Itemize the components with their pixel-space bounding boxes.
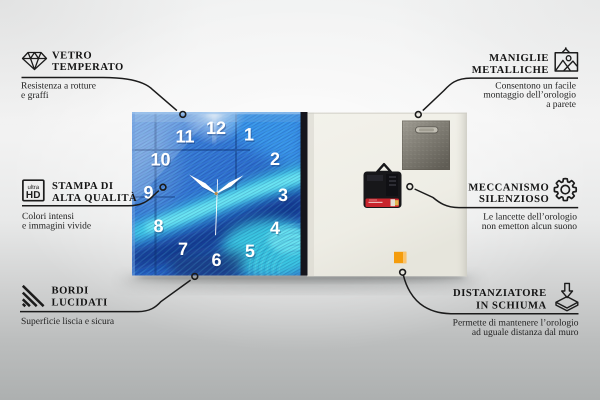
svg-text:10: 10: [151, 151, 171, 171]
svg-text:MECCANISMO: MECCANISMO: [468, 182, 549, 193]
svg-text:6: 6: [212, 251, 222, 271]
svg-text:MANIGLIE: MANIGLIE: [489, 53, 549, 64]
svg-text:e graffi: e graffi: [21, 91, 49, 101]
svg-text:LUCIDATI: LUCIDATI: [52, 298, 108, 309]
svg-text:2: 2: [271, 150, 281, 170]
svg-text:SILENZIOSO: SILENZIOSO: [479, 194, 549, 205]
svg-text:DISTANZIATORE: DISTANZIATORE: [453, 288, 547, 299]
svg-text:ad uguale distanza dal muro: ad uguale distanza dal muro: [472, 328, 579, 338]
svg-text:Colori intensi: Colori intensi: [22, 212, 74, 222]
svg-text:Resistenza a rotture: Resistenza a rotture: [21, 81, 96, 91]
svg-text:5: 5: [246, 242, 256, 262]
svg-text:10: 10: [150, 150, 170, 170]
svg-text:non emetton alcun suono: non emetton alcun suono: [482, 222, 577, 232]
svg-text:12: 12: [206, 118, 226, 138]
svg-text:HD: HD: [26, 190, 41, 201]
svg-text:montaggio dell’orologio: montaggio dell’orologio: [483, 91, 576, 101]
svg-text:a parete: a parete: [546, 100, 576, 110]
svg-text:12: 12: [207, 119, 227, 139]
svg-text:Superficie liscia e sicura: Superficie liscia e sicura: [21, 317, 115, 327]
svg-text:11: 11: [176, 128, 195, 148]
svg-text:2: 2: [270, 149, 280, 169]
svg-text:BORDI: BORDI: [52, 286, 89, 297]
svg-text:9: 9: [143, 183, 153, 203]
svg-text:4: 4: [270, 218, 280, 238]
svg-text:TEMPERATO: TEMPERATO: [52, 62, 124, 73]
svg-text:8: 8: [153, 216, 163, 236]
svg-text:ALTA QUALITÀ: ALTA QUALITÀ: [52, 191, 137, 204]
svg-text:5: 5: [245, 241, 255, 261]
svg-text:STAMPA DI: STAMPA DI: [52, 181, 114, 192]
svg-text:8: 8: [154, 217, 164, 237]
svg-text:3: 3: [279, 186, 289, 206]
svg-text:VETRO: VETRO: [52, 50, 92, 61]
svg-text:4: 4: [271, 219, 281, 239]
svg-text:IN SCHIUMA: IN SCHIUMA: [476, 300, 547, 311]
svg-text:Consentono un facile: Consentono un facile: [495, 82, 576, 92]
svg-text:ultra: ultra: [27, 184, 39, 191]
svg-text:9: 9: [144, 184, 154, 204]
svg-text:Le lancette dell’orologio: Le lancette dell’orologio: [483, 213, 577, 223]
svg-text:11: 11: [175, 127, 194, 147]
svg-text:1: 1: [245, 126, 255, 146]
svg-text:METALLICHE: METALLICHE: [472, 65, 549, 76]
svg-text:Permette di mantenere l’orolog: Permette di mantenere l’orologio: [453, 319, 579, 329]
svg-text:e immagini vivide: e immagini vivide: [22, 221, 91, 231]
svg-text:6: 6: [211, 250, 221, 270]
svg-text:1: 1: [244, 125, 254, 145]
svg-text:7: 7: [179, 240, 189, 260]
svg-text:7: 7: [178, 239, 188, 259]
svg-text:3: 3: [278, 185, 288, 205]
